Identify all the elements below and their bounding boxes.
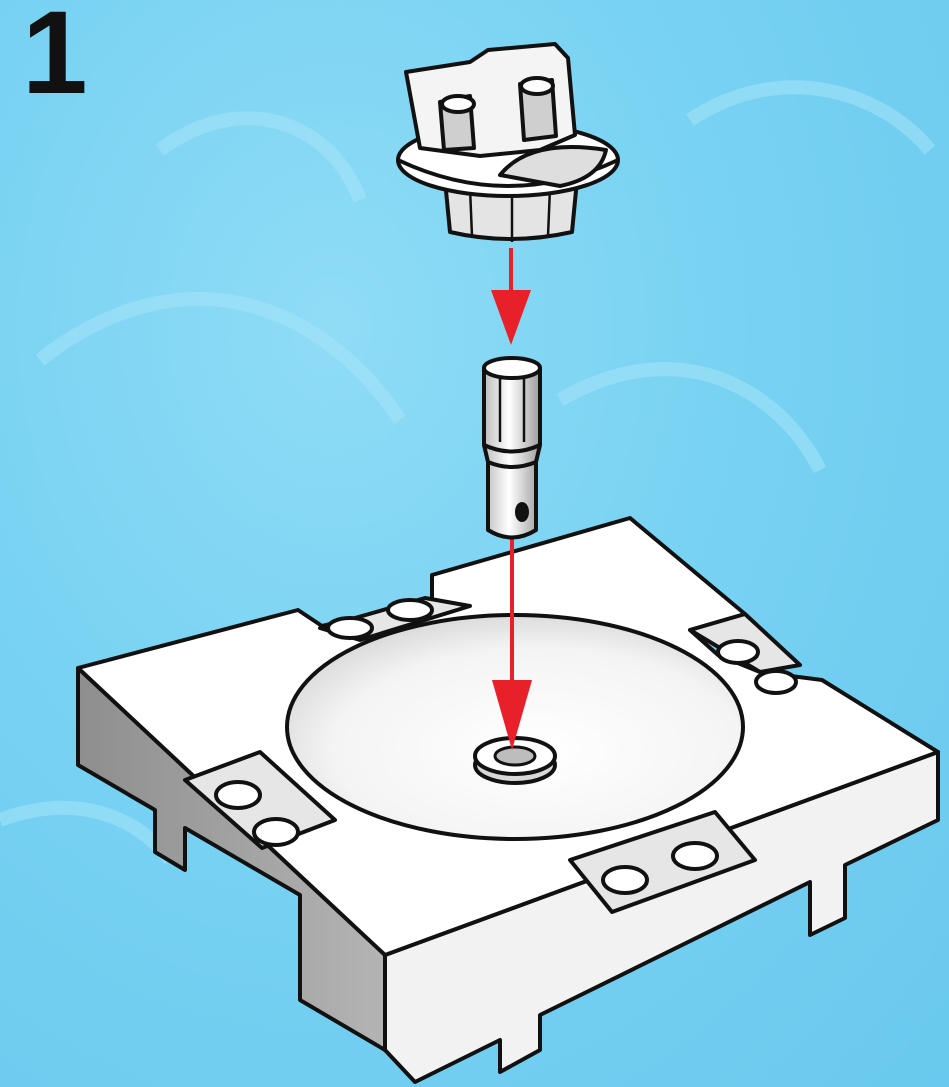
center-socket xyxy=(475,738,555,783)
stud xyxy=(216,782,260,808)
step-number: 1 xyxy=(22,0,88,112)
stud xyxy=(673,843,717,869)
axle-pin xyxy=(484,358,540,538)
stud xyxy=(718,641,758,663)
turntable-base-plate xyxy=(78,518,938,1082)
stud xyxy=(328,618,372,638)
stud xyxy=(388,600,432,620)
turntable-connector xyxy=(398,44,618,242)
stud xyxy=(603,867,647,893)
stud xyxy=(254,819,298,845)
stud xyxy=(756,671,796,693)
down-arrow xyxy=(491,248,531,345)
